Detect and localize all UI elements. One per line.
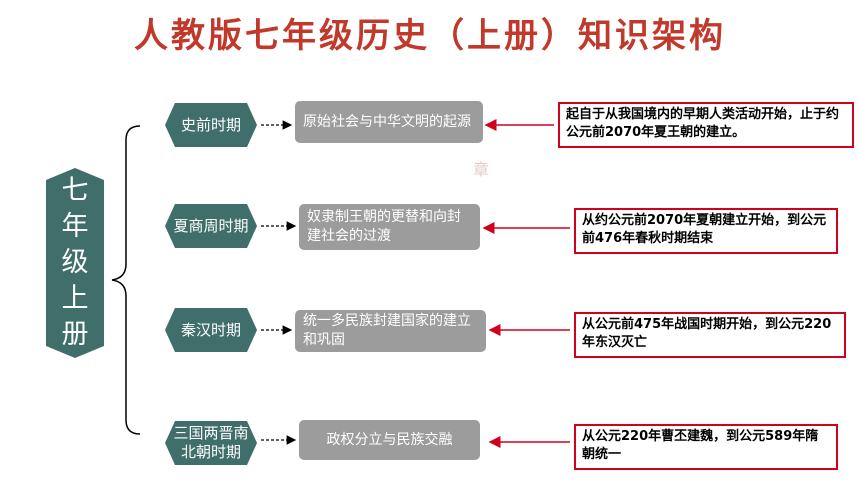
- note-box-3: 从公元前475年战国时期开始，到公元220年东汉灭亡: [574, 312, 846, 358]
- topic-label: 奴隶制王朝的更替和向封建社会的过渡: [307, 209, 461, 244]
- note-text: 从约公元前2070年夏朝建立开始，到公元前476年春秋时期结束: [582, 213, 827, 246]
- period-node-three-kingdoms: 三国两晋南北朝时期: [165, 421, 257, 465]
- period-node-qin-han: 秦汉时期: [165, 308, 257, 352]
- note-text: 从公元前475年战国时期开始，到公元220年东汉灭亡: [582, 317, 832, 350]
- note-text: 起自于从我国境内的早期人类活动开始，止于约公元前2070年夏王朝的建立。: [566, 107, 840, 140]
- topic-box-2: 奴隶制王朝的更替和向封建社会的过渡: [299, 204, 480, 250]
- note-box-2: 从约公元前2070年夏朝建立开始，到公元前476年春秋时期结束: [574, 208, 838, 254]
- topic-box-1: 原始社会与中华文明的起源: [295, 101, 483, 143]
- period-label: 夏商周时期: [173, 216, 249, 235]
- topic-label: 政权分立与民族交融: [326, 431, 453, 448]
- period-label: 史前时期: [180, 115, 241, 134]
- watermark-text: 章: [473, 160, 490, 179]
- topic-label: 原始社会与中华文明的起源: [303, 113, 471, 130]
- grade-label-hex: 七 年 级 上 册: [46, 168, 104, 358]
- period-label: 三国两晋南北朝时期: [173, 424, 249, 461]
- period-node-prehistoric: 史前时期: [165, 103, 257, 147]
- topic-box-3: 统一多民族封建国家的建立和巩固: [295, 310, 486, 352]
- page-title: 人教版七年级历史（上册）知识架构: [134, 16, 726, 56]
- period-node-xia-shang-zhou: 夏商周时期: [165, 204, 257, 248]
- brace: [111, 125, 141, 435]
- grade-label: 七 年 级 上 册: [61, 175, 89, 350]
- note-text: 从公元220年曹丕建魏，到公元589年隋朝统一: [582, 429, 819, 462]
- note-box-4: 从公元220年曹丕建魏，到公元589年隋朝统一: [574, 424, 838, 470]
- topic-box-4: 政权分立与民族交融: [299, 420, 480, 460]
- topic-label: 统一多民族封建国家的建立和巩固: [303, 313, 471, 348]
- period-label: 秦汉时期: [180, 320, 241, 339]
- note-box-1: 起自于从我国境内的早期人类活动开始，止于约公元前2070年夏王朝的建立。: [558, 102, 854, 148]
